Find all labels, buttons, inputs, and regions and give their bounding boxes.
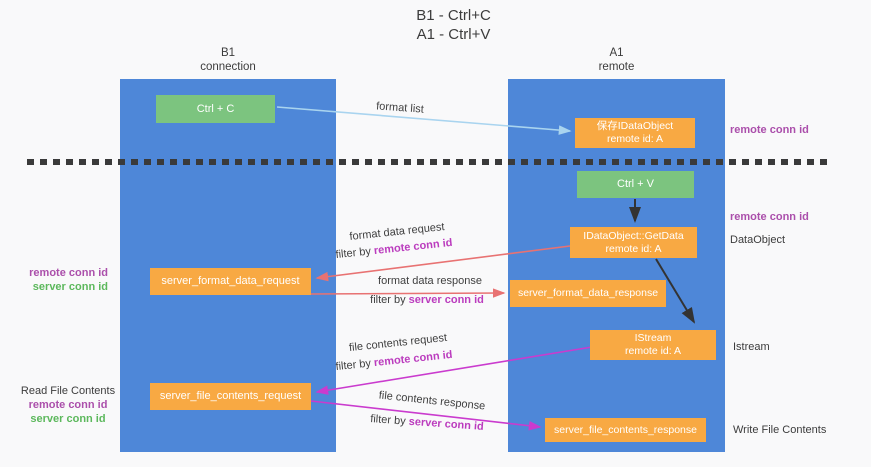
- read-file-contents-label: Read File Contents: [20, 385, 116, 397]
- ctrl-c-label: Ctrl + C: [196, 102, 235, 115]
- server-conn-id-label-left: server conn id: [32, 281, 108, 293]
- lane-a1-role: remote: [598, 61, 635, 73]
- write-file-contents-label: Write File Contents: [733, 424, 827, 436]
- filter-by-text: filter by: [369, 413, 410, 428]
- save-idataobject-line2: remote id: A: [606, 133, 664, 145]
- server-format-data-request-node: server_format_data_request: [150, 268, 311, 295]
- format-list-label: format list: [375, 100, 425, 116]
- left-conn-id-group: remote conn id server conn id: [16, 266, 108, 294]
- remote-conn-id-label-top: remote conn id: [730, 124, 809, 136]
- idataobject-getdata-node: IDataObject::GetData remote id: A: [570, 227, 697, 258]
- server-file-contents-request-label: server_file_contents_request: [159, 390, 302, 402]
- diagram-title: B1 - Ctrl+C A1 - Ctrl+V: [0, 6, 871, 44]
- read-file-contents-group: Read File Contents remote conn id server…: [16, 384, 120, 426]
- server-format-data-request-label: server_format_data_request: [161, 275, 300, 287]
- getdata-line2: remote id: A: [605, 242, 662, 255]
- file-contents-response-label: file contents response: [378, 389, 486, 413]
- title-line-1: B1 - Ctrl+C: [416, 7, 491, 24]
- ctrl-v-label: Ctrl + V: [617, 178, 654, 190]
- remote-conn-id-label-left: remote conn id: [29, 267, 108, 279]
- lane-b1-name: B1: [220, 47, 236, 59]
- filter-by-text: filter by: [370, 294, 409, 306]
- filter-by-text: filter by: [335, 357, 375, 374]
- save-idataobject-line1: 保存IDataObject: [596, 120, 674, 132]
- istream-side-label: Istream: [733, 341, 770, 353]
- lane-header-a1: A1 remote: [508, 46, 725, 74]
- getdata-line1: IDataObject::GetData: [583, 229, 684, 242]
- remote-conn-id-accent: remote conn id: [373, 236, 453, 258]
- phase-separator-dashed-line: [27, 159, 831, 165]
- server-conn-id-accent: server conn id: [408, 415, 485, 433]
- title-line-2: A1 - Ctrl+V: [416, 26, 491, 43]
- istream-line1: IStream: [634, 332, 672, 344]
- format-data-response-label: format data response: [378, 275, 482, 287]
- server-file-contents-response-label: server_file_contents_response: [553, 423, 697, 436]
- server-format-data-response-label: server_format_data_response: [517, 287, 659, 299]
- server-file-contents-request-node: server_file_contents_request: [150, 383, 311, 410]
- dataobject-label: DataObject: [730, 234, 786, 246]
- ctrl-v-node: Ctrl + V: [577, 171, 694, 198]
- istream-line2: remote id: A: [624, 345, 682, 357]
- ctrl-c-node: Ctrl + C: [156, 95, 275, 123]
- remote-conn-id-accent: remote conn id: [373, 348, 453, 370]
- format-response-filter-label: filter by server conn id: [370, 294, 484, 306]
- server-file-contents-response-node: server_file_contents_response: [545, 418, 706, 442]
- file-response-filter-label: filter by server conn id: [370, 413, 484, 433]
- remote-conn-id-label-bottom: remote conn id: [28, 399, 108, 411]
- server-format-data-response-node: server_format_data_response: [510, 280, 666, 307]
- filter-by-text: filter by: [335, 245, 375, 262]
- save-idataobject-node: 保存IDataObject remote id: A: [575, 118, 695, 148]
- server-conn-id-accent: server conn id: [408, 294, 484, 306]
- lane-header-b1: B1 connection: [120, 46, 336, 74]
- lane-b1-role: connection: [200, 61, 256, 73]
- server-conn-id-label-bottom: server conn id: [30, 413, 106, 425]
- remote-conn-id-label-mid: remote conn id: [730, 211, 809, 223]
- istream-node: IStream remote id: A: [590, 330, 716, 360]
- lane-a1-name: A1: [609, 47, 624, 59]
